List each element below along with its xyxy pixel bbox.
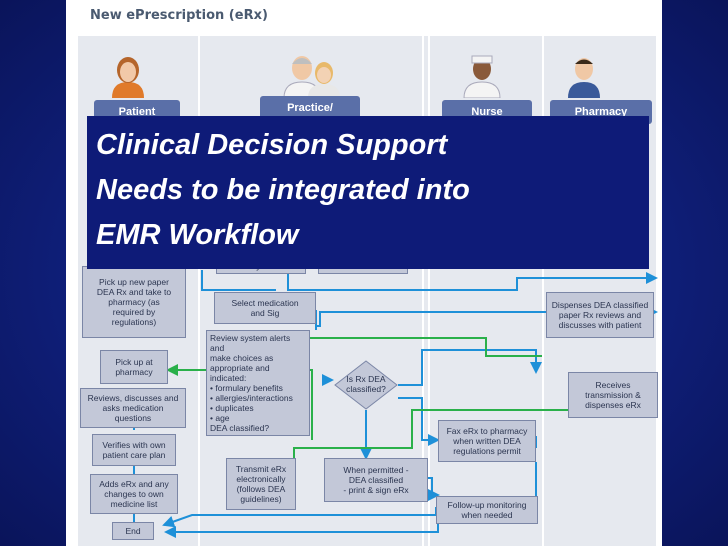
box-pick-up-at-pharmacy: Pick up at pharmacy <box>100 350 168 384</box>
box-when-permitted: When permitted - DEA classified - print … <box>324 458 428 502</box>
box-reviews-discusses: Reviews, discusses and asks medication q… <box>80 388 186 428</box>
box-transmit-erx: Transmit eRx electronically (follows DEA… <box>226 458 296 510</box>
decision-diamond <box>334 360 398 410</box>
nurse-avatar-icon <box>463 55 501 98</box>
box-verifies: Verifies with own patient care plan <box>92 434 176 466</box>
box-pick-up-paper-rx: Pick up new paper DEA Rx and take to pha… <box>82 266 186 338</box>
box-select-medication: Select medication and Sig <box>214 292 316 324</box>
slide: New ePrescription (eRx) Patient Practice… <box>66 0 662 546</box>
box-dispenses-dea: Dispenses DEA classified paper Rx review… <box>546 292 654 338</box>
pharmacist-avatar-icon <box>568 58 600 98</box>
callout-banner-text: Clinical Decision Support Needs to be in… <box>96 129 470 251</box>
page-title: New ePrescription (eRx) <box>90 8 268 23</box>
box-end: End <box>112 522 154 540</box>
decision-diamond-label: Is Rx DEA classified? <box>346 374 386 394</box>
practice-staff-avatar-icon <box>308 62 340 98</box>
callout-banner <box>87 116 649 269</box>
box-receives-transmission: Receives transmission & dispenses eRx <box>568 372 658 418</box>
patient-avatar-icon <box>112 57 144 98</box>
box-review-system-alerts: Review system alerts and make choices as… <box>206 330 310 436</box>
box-follow-up: Follow-up monitoring when needed <box>436 496 538 524</box>
box-fax-erx: Fax eRx to pharmacy when written DEA reg… <box>438 420 536 462</box>
box-adds-erx: Adds eRx and any changes to own medicine… <box>90 474 178 514</box>
